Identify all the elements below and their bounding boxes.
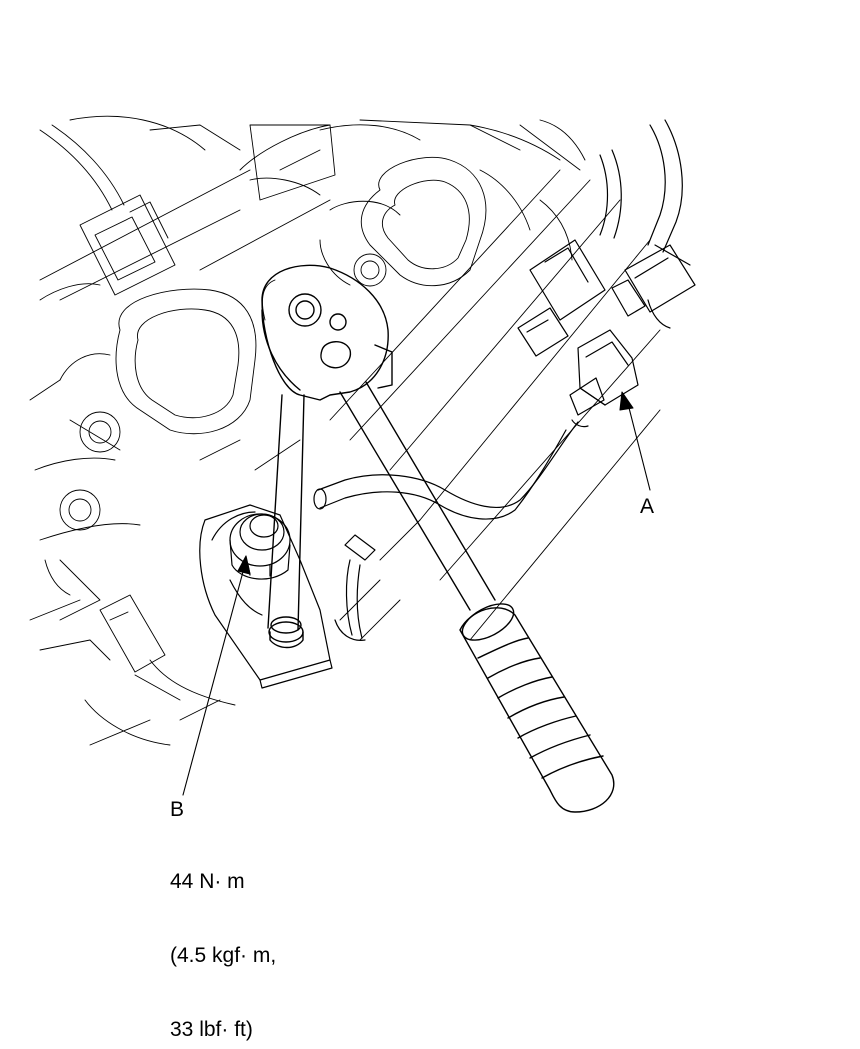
callout-label-a: A (640, 495, 655, 518)
sensor-connectors (313, 119, 696, 520)
torque-line-lbfft: 33 lbf· ft) (170, 1018, 253, 1041)
leader-line-a (619, 391, 651, 491)
torque-line-kgfm: (4.5 kgf· m, (170, 944, 277, 967)
engine-block (29, 115, 661, 746)
leader-line-b (182, 555, 251, 796)
oxygen-sensor-bracket (199, 504, 376, 689)
torque-spec: 44 N· m (4.5 kgf· m, 33 lbf· ft) (170, 822, 276, 1049)
torque-line-nm: 44 N· m (170, 870, 245, 893)
ratchet-wrench (261, 264, 615, 813)
callout-label-b: B (170, 798, 185, 821)
